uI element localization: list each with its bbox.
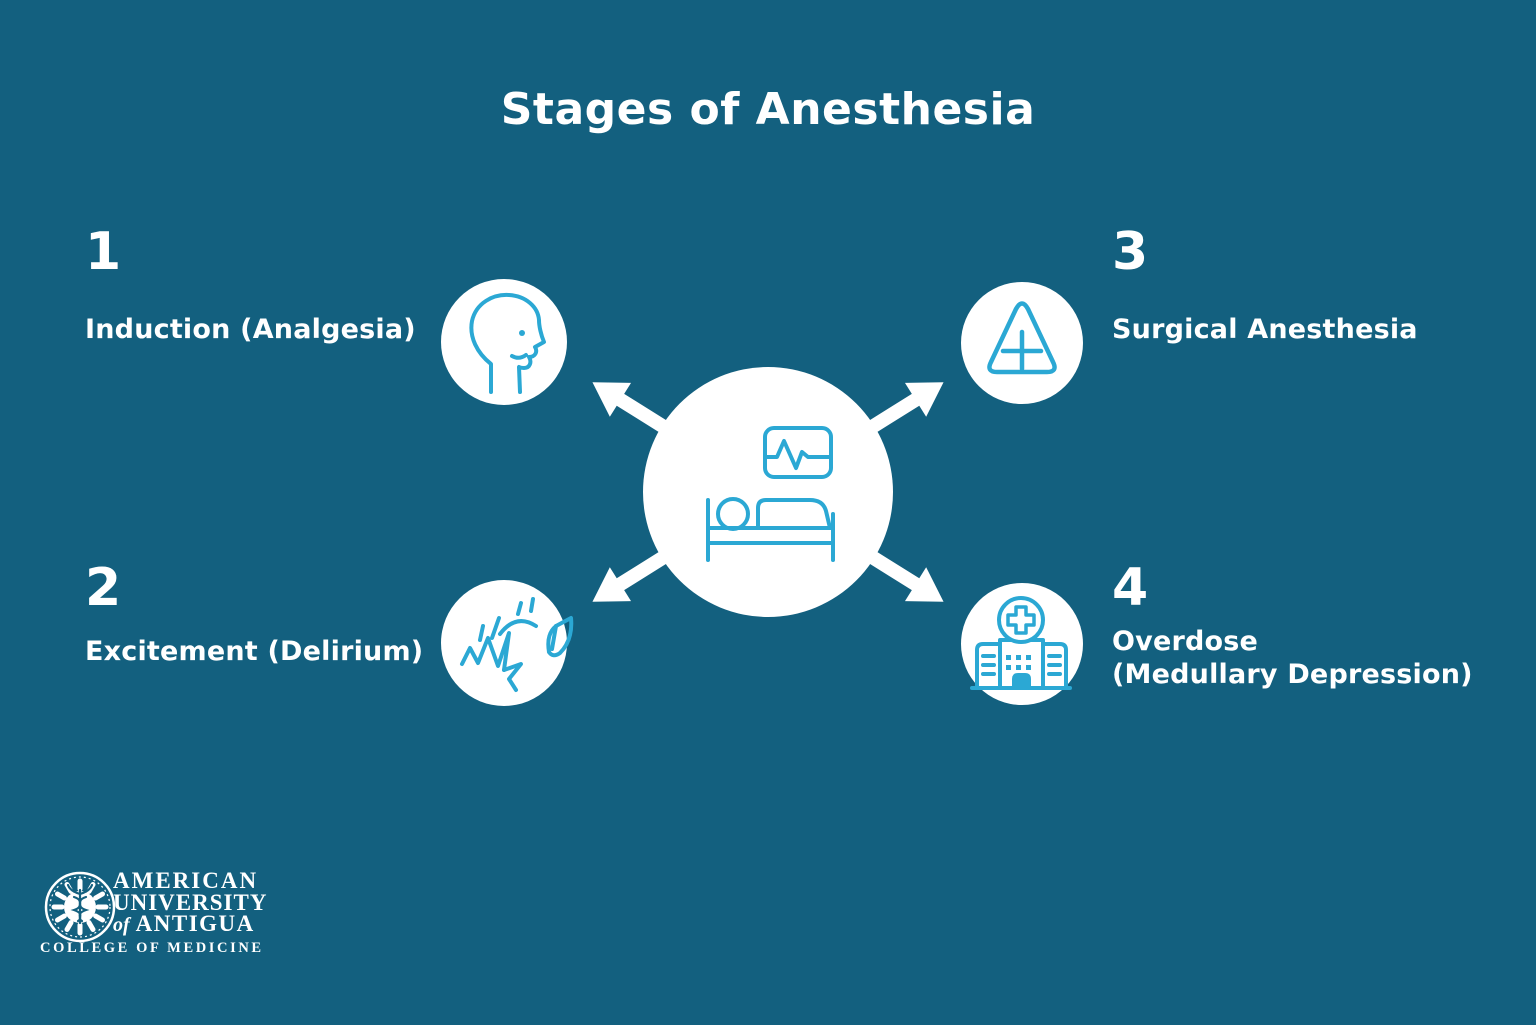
center-circle	[643, 367, 893, 617]
stage-2-label: Excitement (Delirium)	[85, 636, 424, 667]
stage-1-label: Induction (Analgesia)	[85, 314, 416, 345]
logo-of-text: of	[113, 914, 130, 936]
stage-4-label: Overdose (Medullary Depression)	[1112, 626, 1473, 690]
stage-4-number: 4	[1112, 558, 1149, 618]
excitement-burst-icon	[460, 597, 574, 692]
logo-college-subtitle: COLLEGE OF MEDICINE	[40, 940, 264, 956]
logo-university-name-line2: UNIVERSITY	[113, 890, 268, 915]
hospital-building-icon	[970, 596, 1072, 690]
caution-triangle-plus-icon	[987, 301, 1057, 375]
logo-university-name-line3: of ANTIGUA	[113, 912, 255, 935]
stage-3-circle	[961, 282, 1083, 404]
stage-3-number: 3	[1112, 222, 1149, 282]
stage-2-number: 2	[85, 558, 122, 618]
logo-antigua-text: ANTIGUA	[135, 911, 255, 936]
page-title: Stages of Anesthesia	[500, 84, 1036, 135]
caduceus-sun-seal-icon	[44, 871, 116, 943]
patient-bed-monitor-icon	[706, 426, 835, 562]
stage-3-label: Surgical Anesthesia	[1112, 314, 1418, 345]
logo-university-name-line1: AMERICAN	[113, 868, 259, 893]
head-profile-icon	[469, 292, 546, 394]
stage-1-number: 1	[85, 222, 122, 282]
stage-1-circle	[441, 279, 567, 405]
stage-2-circle	[441, 580, 574, 706]
stage-4-circle	[961, 583, 1083, 705]
